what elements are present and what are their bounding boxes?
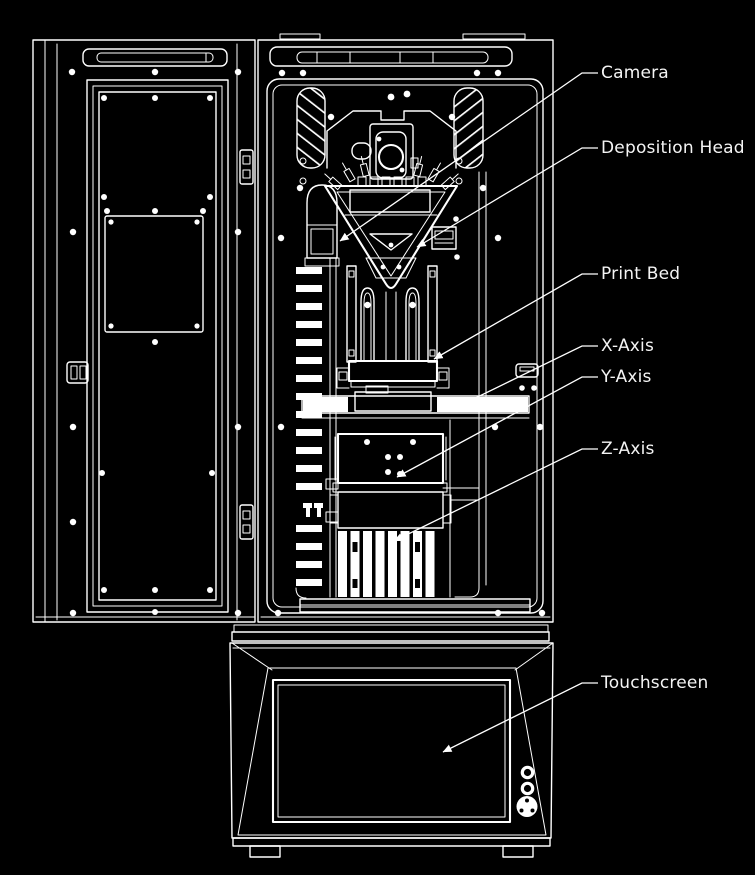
home-button-icon xyxy=(520,781,535,796)
door-top-vent xyxy=(82,48,228,67)
tower-rails xyxy=(346,265,438,363)
leader-z-axis xyxy=(393,448,598,542)
camera-module xyxy=(351,93,419,180)
left-door xyxy=(32,39,256,623)
right-channel xyxy=(442,171,487,598)
door-inner-panel xyxy=(104,215,204,333)
leader-deposition-head xyxy=(416,147,598,248)
door-screws xyxy=(68,68,242,617)
print-bed xyxy=(336,359,450,412)
gantry-plate xyxy=(326,110,457,169)
power-button-icon xyxy=(520,765,535,780)
cable-chain-left xyxy=(296,87,326,185)
y-axis-carriage xyxy=(329,432,452,529)
label-z-axis: Z-Axis xyxy=(601,439,655,459)
cable-chain-right xyxy=(453,87,484,185)
leader-touchscreen xyxy=(442,682,598,753)
x-axis-rail xyxy=(301,395,530,419)
camera-lens-icon xyxy=(377,143,405,171)
camera-housing xyxy=(304,184,340,267)
foot-left xyxy=(249,845,281,858)
label-x-axis: X-Axis xyxy=(601,336,655,356)
base-pedestal xyxy=(229,624,554,858)
touchscreen xyxy=(271,678,512,824)
door-hinge xyxy=(66,361,89,384)
foot-right xyxy=(502,845,534,858)
callout-leaders xyxy=(339,72,598,753)
ladder-bracket xyxy=(303,503,323,517)
cabinet-top-vent xyxy=(269,46,513,67)
door-latch-top xyxy=(239,149,254,185)
side-port xyxy=(515,363,539,378)
leader-camera xyxy=(339,72,598,242)
z-axis-slats xyxy=(338,531,435,597)
leader-print-bed xyxy=(433,273,598,360)
label-touchscreen: Touchscreen xyxy=(601,673,709,693)
label-deposition-head: Deposition Head xyxy=(601,138,745,158)
door-latch-bottom xyxy=(239,504,254,540)
cabinet-screws xyxy=(274,69,546,617)
label-camera: Camera xyxy=(601,63,669,83)
control-buttons xyxy=(516,765,538,817)
leader-x-axis xyxy=(452,345,598,410)
jog-wheel-icon xyxy=(516,796,538,817)
leader-y-axis xyxy=(396,376,598,478)
main-cabinet xyxy=(257,33,554,623)
deposition-head xyxy=(323,184,459,290)
door-window xyxy=(86,79,229,613)
vent-ladder xyxy=(295,267,323,599)
label-print-bed: Print Bed xyxy=(601,264,681,284)
label-y-axis: Y-Axis xyxy=(601,367,652,387)
